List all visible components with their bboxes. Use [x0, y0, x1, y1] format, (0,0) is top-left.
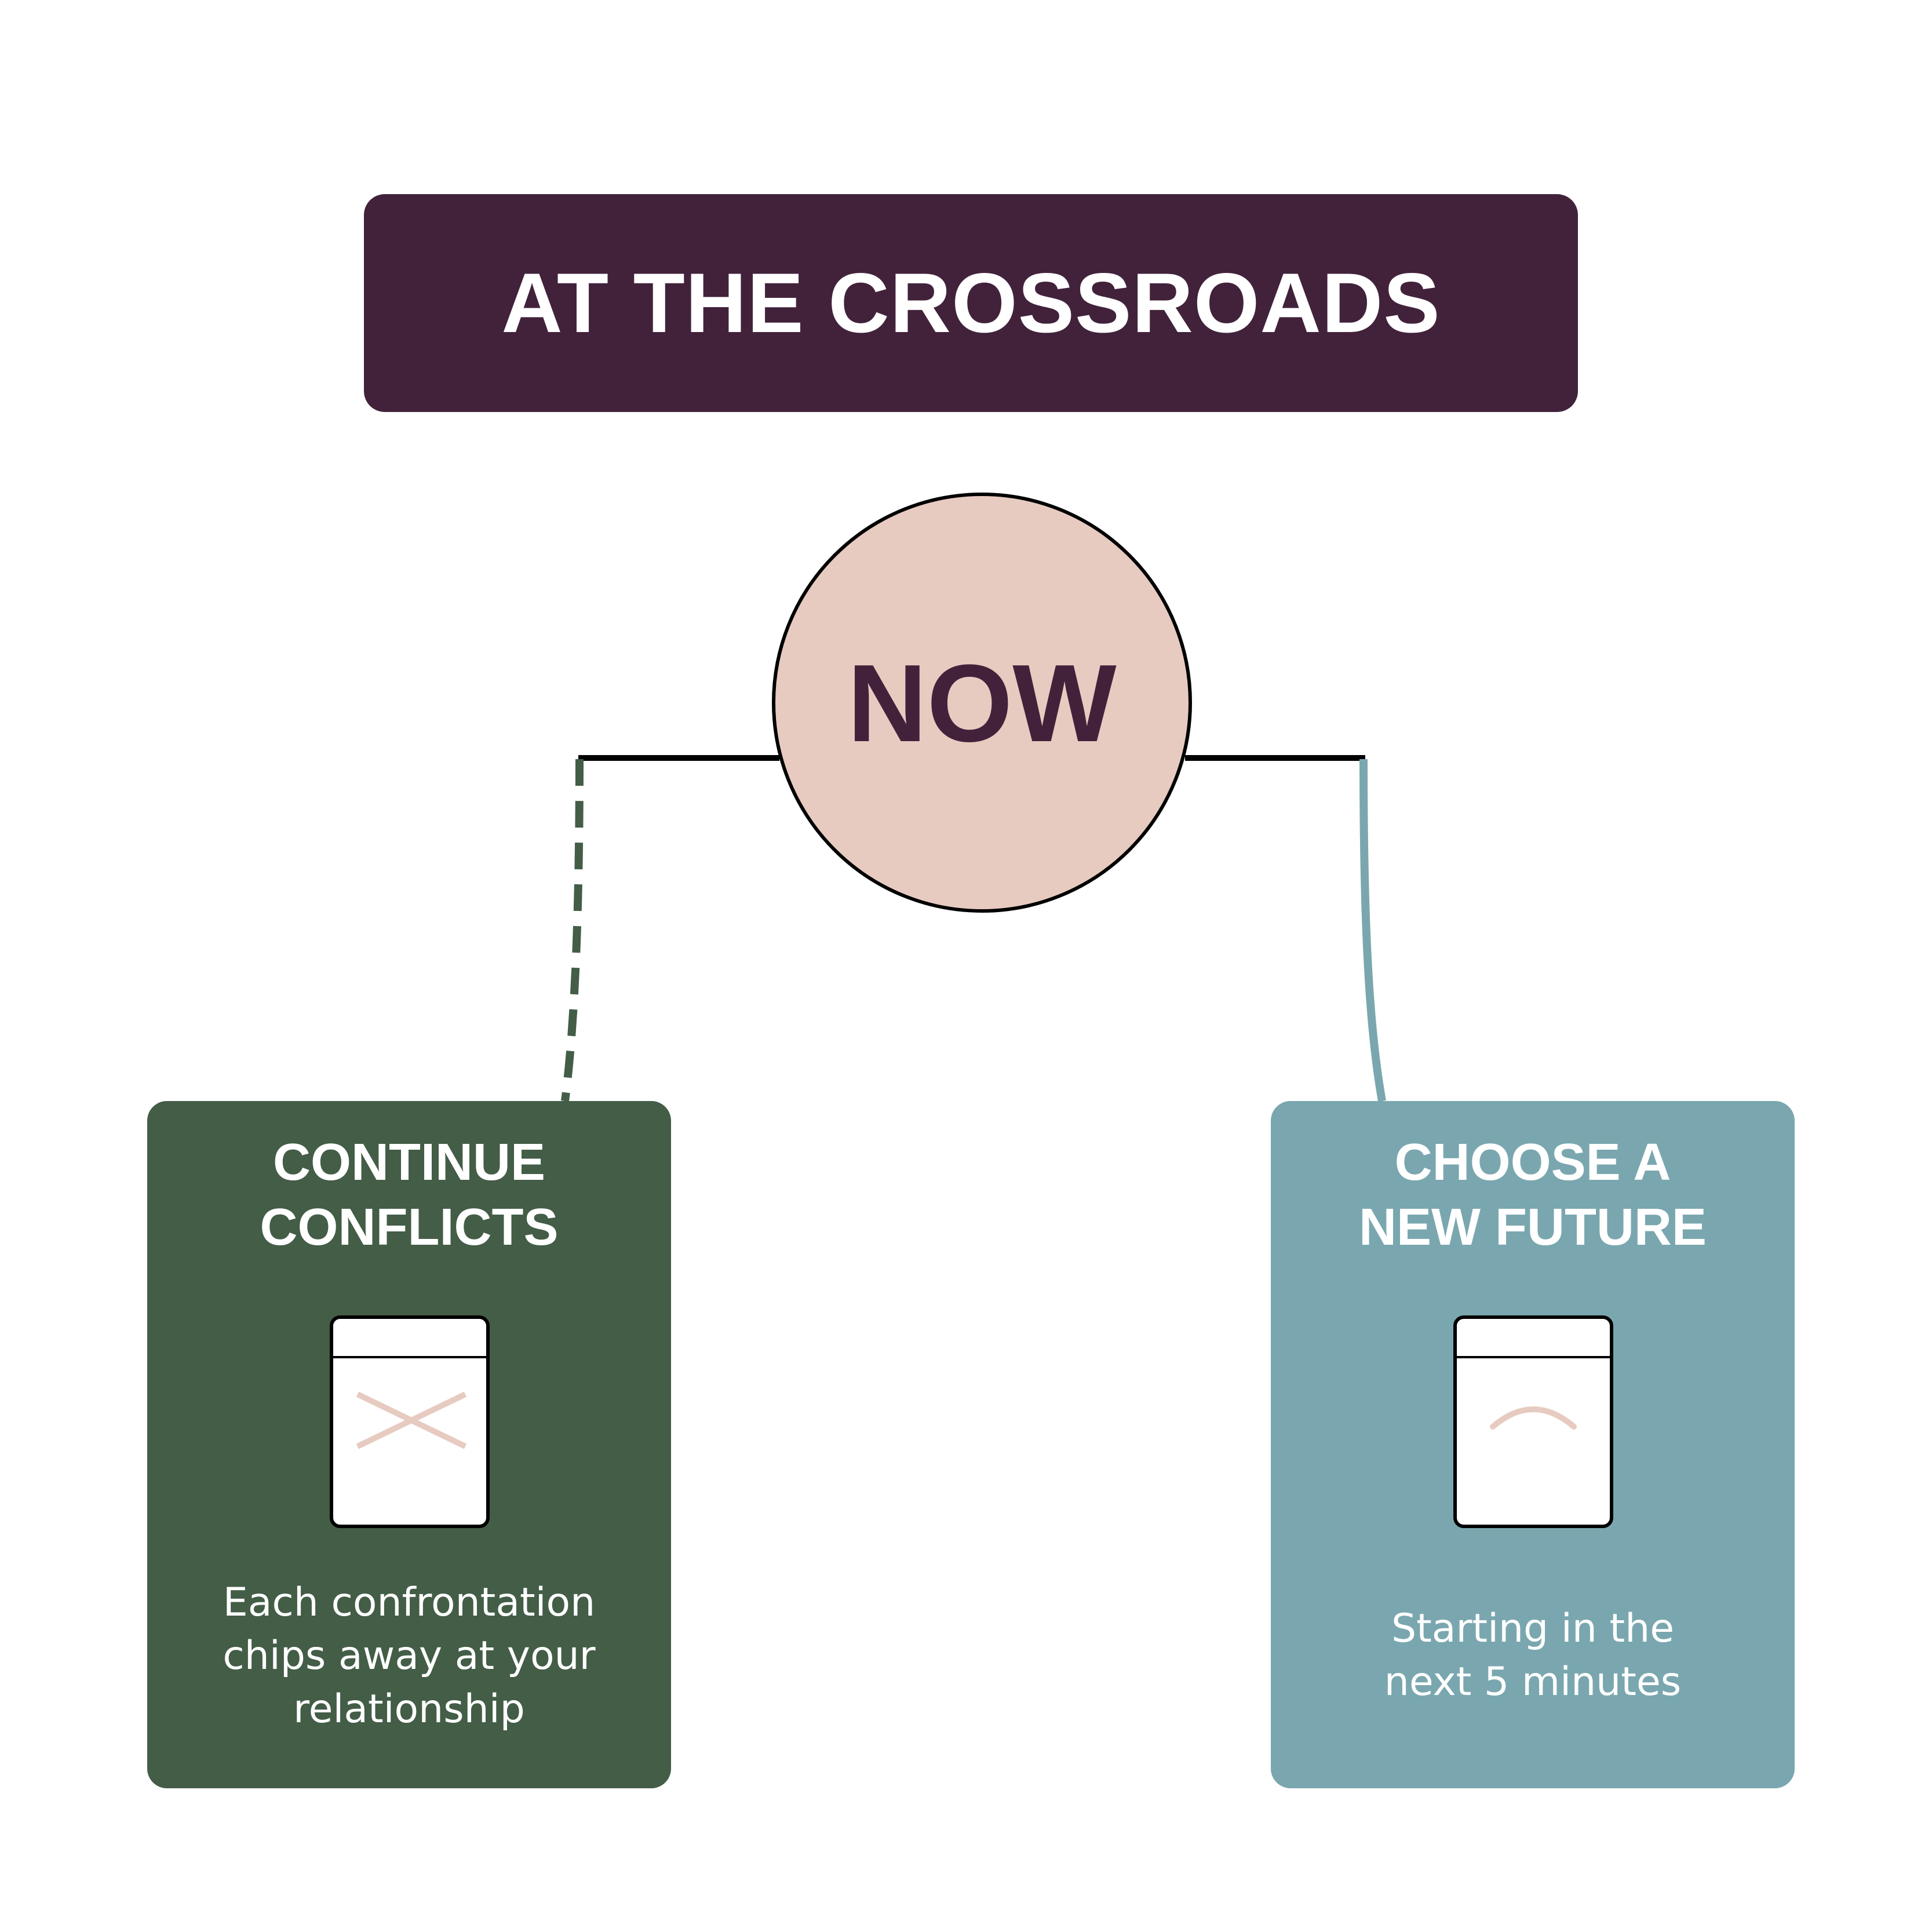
card-heading-line: CONTINUE	[273, 1133, 545, 1191]
card-description-right: Starting in the next 5 minutes	[1271, 1602, 1795, 1709]
left-dashed-connector	[561, 759, 584, 1102]
card-description-line: chips away at your	[223, 1633, 596, 1679]
card-heading-right: CHOOSE A NEW FUTURE	[1271, 1130, 1795, 1260]
card-description-line: Each confrontation	[223, 1580, 596, 1625]
phone-arc-icon	[1453, 1315, 1613, 1528]
continue-conflicts-card: CONTINUE CONFLICTS Each confrontation ch…	[147, 1101, 671, 1788]
arc-mark-icon	[1490, 1406, 1577, 1430]
title-banner: AT THE CROSSROADS	[364, 194, 1578, 412]
card-description-line: relationship	[293, 1686, 525, 1732]
phone-cross-icon	[330, 1315, 490, 1528]
choose-new-future-card: CHOOSE A NEW FUTURE Starting in the next…	[1271, 1101, 1795, 1788]
now-circle: NOW	[772, 493, 1192, 913]
card-heading-line: CHOOSE A	[1394, 1133, 1671, 1191]
card-heading-line: NEW FUTURE	[1359, 1198, 1707, 1256]
card-description-line: next 5 minutes	[1384, 1659, 1682, 1705]
right-solid-connector	[1359, 759, 1386, 1102]
phone-status-bar	[333, 1356, 486, 1358]
card-heading-left: CONTINUE CONFLICTS	[147, 1130, 671, 1260]
now-label: NOW	[847, 641, 1117, 765]
page-title: AT THE CROSSROADS	[501, 256, 1441, 350]
phone-status-bar	[1457, 1356, 1610, 1358]
cross-mark-icon	[356, 1391, 467, 1449]
card-heading-line: CONFLICTS	[260, 1198, 559, 1256]
card-description-line: Starting in the	[1391, 1606, 1675, 1652]
card-description-left: Each confrontation chips away at your re…	[147, 1576, 671, 1736]
